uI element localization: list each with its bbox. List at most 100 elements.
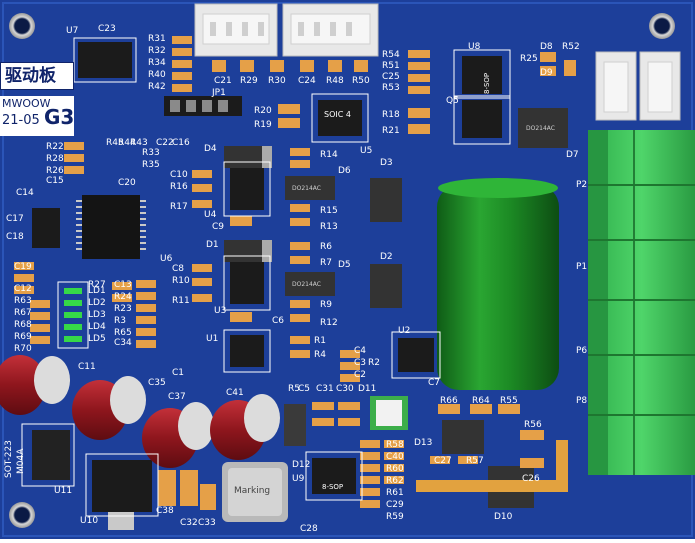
label-c32: C32 (180, 518, 198, 528)
label-c22: C22 (156, 138, 174, 148)
ic-u3 (230, 262, 264, 304)
label-u9: U9 (292, 474, 305, 484)
label-r59: R59 (386, 512, 404, 522)
ic-u1 (230, 335, 264, 367)
label-r12: R12 (320, 318, 338, 328)
ic-left-small (32, 208, 60, 248)
label-c10: C10 (170, 170, 188, 180)
label-u8: U8 (468, 42, 481, 52)
screw-terminal-block (588, 130, 695, 475)
label-r28: R28 (46, 154, 64, 164)
label-r3: R3 (114, 316, 126, 326)
label-r44: R44 (118, 138, 136, 148)
label-u1: U1 (206, 334, 219, 344)
label-c27: C27 (434, 456, 452, 466)
label-d8: D8 (540, 42, 553, 52)
mount-hole-tr (649, 13, 675, 39)
label-d9: D9 (540, 68, 553, 78)
label-r54: R54 (382, 50, 400, 60)
label-c30: C30 (336, 384, 354, 394)
label-d13: D13 (414, 438, 433, 448)
label-r58: R58 (386, 440, 404, 450)
label-r29: R29 (240, 76, 258, 86)
label-c25: C25 (382, 72, 400, 82)
label-r4: R4 (314, 350, 326, 360)
label-r21: R21 (382, 126, 400, 136)
label-do214-d5: DO214AC (292, 281, 321, 288)
label-r5: R5 (288, 384, 300, 394)
label-c21: C21 (214, 76, 232, 86)
label-c7: C7 (428, 378, 441, 388)
label-r52: R52 (562, 42, 580, 52)
diode-d7 (518, 108, 568, 148)
label-r68: R68 (14, 320, 32, 330)
label-8sop-u9: 8-SOP (322, 483, 344, 491)
label-c23: C23 (98, 24, 116, 34)
label-c1: C1 (172, 368, 185, 378)
label-r31: R31 (148, 34, 166, 44)
label-r20: R20 (254, 106, 272, 116)
label-r63: R63 (14, 296, 32, 306)
label-c28: C28 (300, 524, 318, 534)
label-r6: R6 (320, 242, 332, 252)
label-ld3: LD3 (88, 310, 106, 320)
board-title-cn: 驱动板 (5, 66, 56, 86)
ic-u2 (398, 338, 434, 372)
label-r60: R60 (386, 464, 404, 474)
label-c40: C40 (386, 452, 404, 462)
label-c5: C5 (298, 384, 311, 394)
label-r22: R22 (46, 142, 64, 152)
label-d3: D3 (380, 158, 393, 168)
label-r30: R30 (268, 76, 286, 86)
label-r25: R25 (520, 54, 538, 64)
label-r18: R18 (382, 110, 400, 120)
inductor-marking (222, 462, 288, 522)
label-r9: R9 (320, 300, 332, 310)
label-r14: R14 (320, 150, 338, 160)
label-c34: C34 (114, 338, 132, 348)
label-c11: C11 (78, 362, 96, 372)
label-r17: R17 (170, 202, 188, 212)
label-c24: C24 (298, 76, 316, 86)
label-r19: R19 (254, 120, 272, 130)
label-p2: P2 (576, 180, 588, 190)
label-r70: R70 (14, 344, 32, 354)
label-r15: R15 (320, 206, 338, 216)
ic-u4 (230, 168, 264, 210)
label-c6: C6 (272, 316, 285, 326)
ic-u7 (78, 42, 132, 78)
label-r61: R61 (386, 488, 404, 498)
label-c13: C13 (114, 280, 132, 290)
label-d7: D7 (566, 150, 579, 160)
label-p8: P8 (576, 396, 588, 406)
label-r34: R34 (148, 58, 166, 68)
pin-header-jp1 (164, 96, 242, 116)
label-c26: C26 (522, 474, 540, 484)
ic-u10 (92, 460, 152, 512)
label-r13: R13 (320, 222, 338, 232)
label-c9: C9 (212, 222, 225, 232)
label-c3: C3 (354, 358, 367, 368)
label-d12: D12 (292, 460, 311, 470)
jst-connector-top-left (194, 3, 278, 57)
label-r11: R11 (172, 296, 190, 306)
label-d2: D2 (380, 252, 393, 262)
diode-d13 (442, 420, 484, 454)
label-ld1: LD1 (88, 286, 106, 296)
label-8sop-u8: 8-SOP (483, 72, 491, 94)
label-r55: R55 (500, 396, 518, 406)
label-c14: C14 (16, 188, 34, 198)
label-r23: R23 (114, 304, 132, 314)
label-p6: P6 (576, 346, 588, 356)
electrolytic-capacitors (0, 355, 280, 468)
label-c17: C17 (6, 214, 24, 224)
label-marking: Marking (234, 486, 271, 496)
board-brand-label: MWOOW 21-05 G3 (0, 96, 74, 136)
label-r62: R62 (386, 476, 404, 486)
label-d5: D5 (338, 260, 351, 270)
board-revision: 21-05 (2, 113, 40, 128)
label-c37: C37 (168, 392, 186, 402)
ic-soic4 (318, 100, 362, 136)
